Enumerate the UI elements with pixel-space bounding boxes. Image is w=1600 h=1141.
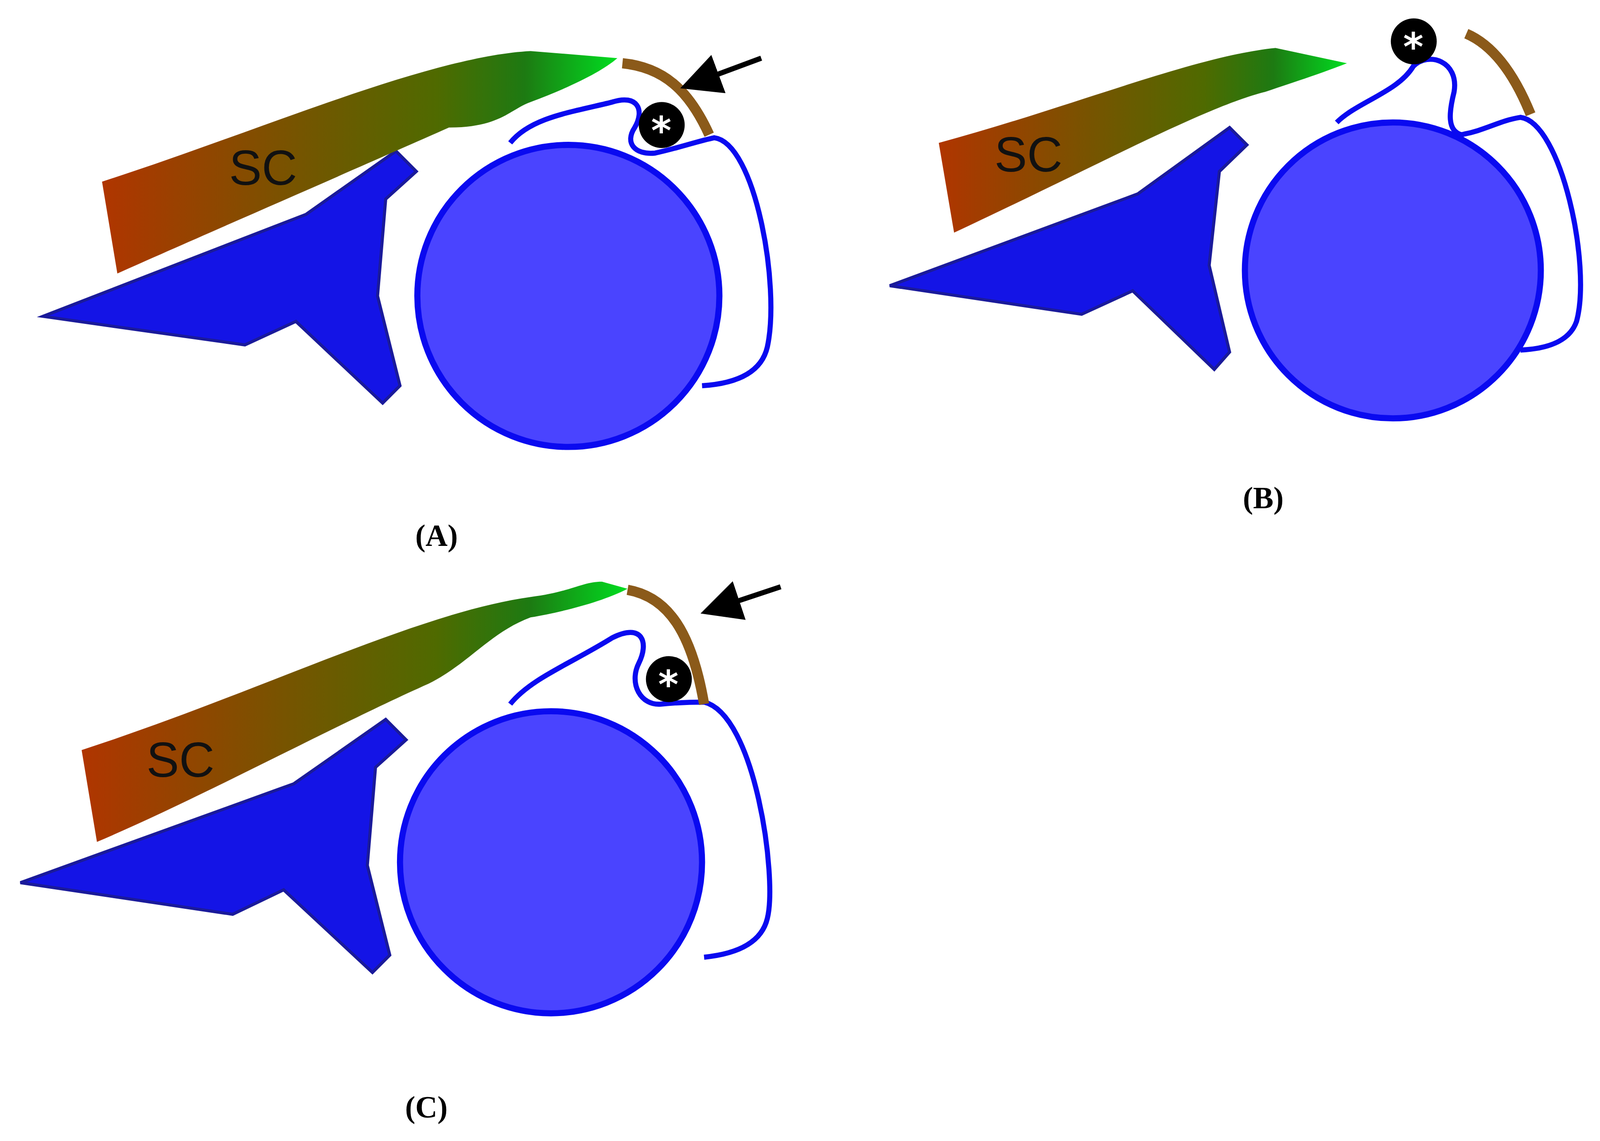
muscle-outline	[81, 581, 628, 842]
asterisk-marker: *	[1390, 17, 1437, 64]
joint-capsule	[1336, 59, 1581, 351]
panel-label: (B)	[1242, 482, 1284, 514]
pointer-arrow	[689, 58, 762, 85]
muscle-outline	[938, 47, 1347, 233]
asterisk-symbol: *	[1403, 15, 1424, 67]
humeral-head	[417, 144, 720, 448]
humeral-head	[400, 711, 703, 1014]
muscle-label: SC	[146, 735, 215, 785]
asterisk-symbol: *	[658, 653, 679, 705]
muscle-shape	[101, 46, 628, 279]
asterisk-marker: *	[638, 101, 685, 148]
scapula	[20, 719, 407, 973]
muscle-outline	[101, 50, 618, 274]
panel-b	[889, 33, 1581, 419]
asterisk-marker: *	[645, 655, 692, 702]
asterisk-symbol: *	[650, 98, 672, 150]
subscapularis-muscle: SC	[101, 46, 628, 279]
muscle-label: SC	[994, 130, 1063, 180]
torn-ligament-band	[1466, 33, 1531, 115]
humeral-head	[1245, 122, 1542, 419]
panel-label: (C)	[404, 1091, 448, 1123]
muscle-shape	[81, 571, 633, 848]
pointer-arrow	[710, 586, 781, 611]
muscle-label: SC	[229, 144, 298, 194]
subscapularis-muscle: SC	[938, 46, 1353, 238]
subscapularis-muscle: SC	[81, 571, 633, 848]
panel-label: (A)	[415, 520, 458, 551]
joint-capsule	[509, 632, 770, 958]
joint-capsule	[509, 99, 771, 386]
ligament-band	[627, 589, 705, 705]
